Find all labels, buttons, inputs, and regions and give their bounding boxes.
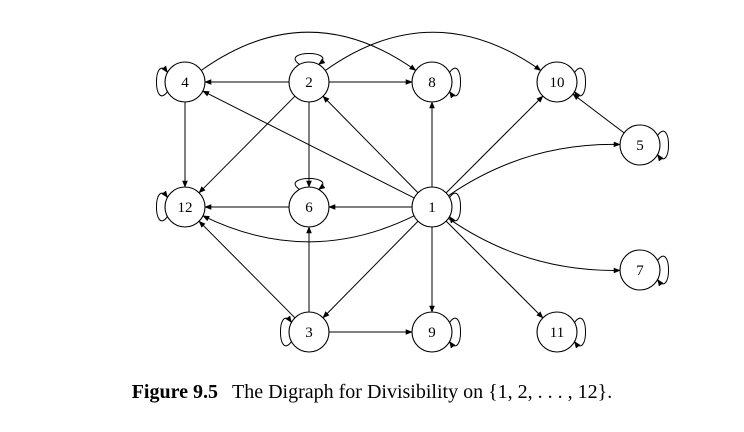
self-loop-4: [156, 65, 168, 97]
node-circle-6: [288, 186, 330, 228]
figure-number: Figure 9.5: [131, 381, 218, 403]
node-circle-5: [619, 124, 661, 166]
node-label-6: 6: [305, 200, 313, 216]
figure-caption-text: The Digraph for Divisibility on {1, 2, .…: [232, 381, 613, 403]
edge-5-to-10: [572, 93, 625, 134]
node-5: 5: [619, 124, 661, 166]
node-3: 3: [288, 311, 330, 353]
node-circle-8: [411, 61, 453, 103]
node-circle-3: [288, 311, 330, 353]
self-loop-6: [294, 178, 326, 190]
edges: [182, 31, 625, 335]
edge-1-to-10: [445, 95, 544, 194]
node-circle-10: [536, 61, 578, 103]
node-label-12: 12: [178, 200, 193, 216]
edge-2-to-10: [325, 31, 542, 71]
node-circle-2: [288, 61, 330, 103]
node-6: 6: [288, 186, 330, 228]
edge-1-to-3: [322, 220, 419, 319]
node-label-9: 9: [428, 325, 436, 341]
node-label-1: 1: [428, 200, 436, 216]
self-loop-8: [449, 67, 461, 99]
self-loop-5: [657, 130, 669, 162]
node-label-11: 11: [550, 325, 564, 341]
node-label-10: 10: [550, 75, 565, 91]
self-loop-12: [156, 190, 168, 222]
node-circle-1: [411, 186, 453, 228]
edge-1-to-11: [445, 220, 544, 319]
node-label-4: 4: [181, 75, 189, 91]
node-4: 4: [164, 61, 206, 103]
node-circle-7: [619, 249, 661, 291]
node-1: 1: [411, 186, 453, 228]
edge-1-to-7: [448, 218, 621, 274]
edge-1-to-5: [448, 141, 621, 197]
node-10: 10: [536, 61, 578, 103]
node-label-7: 7: [636, 263, 644, 279]
self-loop-9: [449, 317, 461, 349]
self-loop-7: [657, 255, 669, 287]
node-circle-12: [164, 186, 206, 228]
node-2: 2: [288, 61, 330, 103]
self-loop-11: [574, 317, 586, 349]
node-circle-4: [164, 61, 206, 103]
figure-caption: Figure 9.5 The Digraph for Divisibility o…: [0, 381, 744, 404]
node-8: 8: [411, 61, 453, 103]
self-loop-3: [280, 315, 292, 347]
node-11: 11: [536, 311, 578, 353]
node-label-8: 8: [428, 75, 436, 91]
self-loops: [156, 53, 669, 349]
node-9: 9: [411, 311, 453, 353]
self-loop-2: [294, 53, 326, 65]
edge-4-to-8: [200, 31, 417, 71]
node-label-2: 2: [305, 75, 313, 91]
edge-2-to-12: [198, 95, 296, 194]
edge-1-to-2: [322, 95, 419, 194]
edge-3-to-12: [198, 220, 296, 319]
self-loop-10: [574, 67, 586, 99]
node-12: 12: [164, 186, 206, 228]
node-label-5: 5: [636, 138, 644, 154]
self-loop-1: [449, 192, 461, 224]
node-label-3: 3: [305, 325, 313, 341]
node-7: 7: [619, 249, 661, 291]
node-circle-9: [411, 311, 453, 353]
node-circle-11: [536, 311, 578, 353]
